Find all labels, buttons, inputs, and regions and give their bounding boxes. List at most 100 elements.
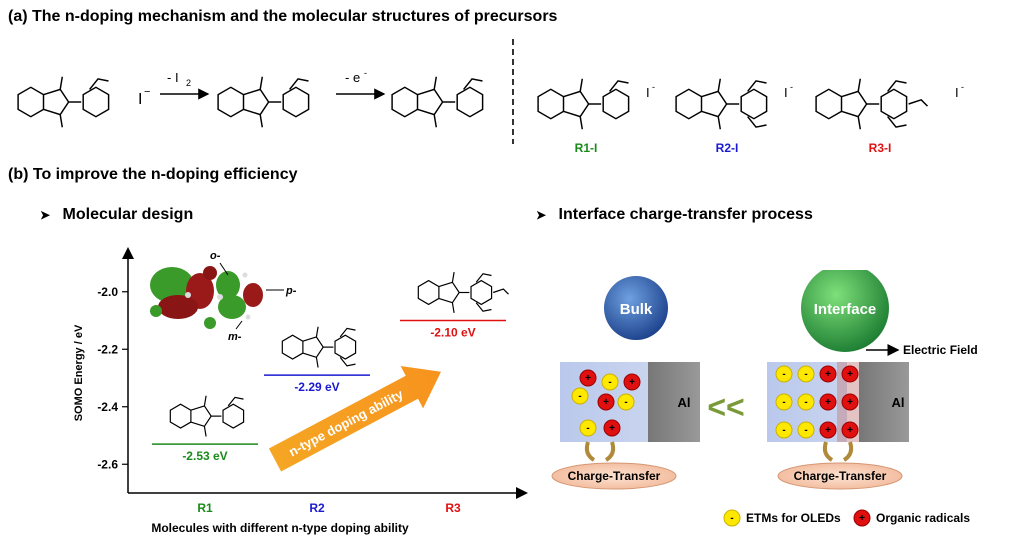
svg-text:-: - [652, 82, 655, 92]
svg-text:-: - [782, 369, 785, 380]
svg-text:+: + [825, 425, 831, 436]
svg-text:+: + [847, 397, 853, 408]
svg-text:-: - [790, 82, 793, 92]
molecular-design-heading: ➤ Molecular design [40, 206, 194, 223]
interface-sphere [801, 270, 889, 352]
x-axis-title: Molecules with different n-type doping a… [151, 521, 409, 535]
svg-text:-: - [624, 397, 627, 408]
svg-text:Charge-Transfer: Charge-Transfer [794, 469, 887, 483]
etm-molecule: - [775, 393, 793, 411]
svg-text:+: + [859, 513, 865, 524]
section-b-title: (b) To improve the n-doping efficiency [8, 166, 298, 183]
organic-radical: + [603, 419, 621, 437]
etm-molecule: - [601, 373, 619, 391]
molecule-structure [391, 76, 484, 128]
bullet-arrow-icon: ➤ [536, 208, 547, 222]
bullet-arrow-icon: ➤ [40, 208, 51, 222]
etm-molecule: - [775, 421, 793, 439]
svg-text:Charge-Transfer: Charge-Transfer [568, 469, 661, 483]
etm-molecule: - [775, 365, 793, 383]
svg-text:Al: Al [892, 395, 905, 410]
x-tick-label-r2: R2 [309, 501, 325, 515]
svg-text:+: + [825, 397, 831, 408]
orbital-ortho-label: o- [210, 250, 221, 262]
bulk-sphere [604, 276, 668, 340]
svg-text:-: - [730, 513, 733, 524]
svg-text:+: + [609, 423, 615, 434]
iodide-label: I [138, 91, 142, 108]
svg-text:Al: Al [678, 395, 691, 410]
organic-radical: + [597, 393, 615, 411]
bulk-al-electrode [648, 362, 700, 442]
etm-molecule: - [797, 421, 815, 439]
svg-text:-: - [961, 82, 964, 92]
legend-radical-label: Organic radicals [876, 511, 970, 525]
svg-text:+: + [629, 377, 635, 388]
organic-radical: + [819, 421, 837, 439]
etm-molecule: - [617, 393, 635, 411]
molecule-structure [815, 78, 929, 130]
bulk-charge-transfer [551, 462, 677, 490]
molecule-structure [217, 76, 310, 128]
energy-value-r3: -2.10 eV [430, 326, 475, 340]
molecule-structure [17, 76, 110, 128]
molecule-structure [675, 78, 768, 130]
y-tick-label: -2.2 [97, 342, 118, 356]
svg-text:-: - [578, 391, 581, 402]
organic-radical: + [819, 393, 837, 411]
precursor-r2-label: R2-I [716, 141, 739, 155]
svg-text:-: - [804, 397, 807, 408]
svg-text:-: - [804, 425, 807, 436]
svg-text:+: + [847, 369, 853, 380]
organic-radical: + [841, 393, 859, 411]
svg-text:-: - [586, 423, 589, 434]
doping-ability-arrow: n-type doping ability [268, 366, 441, 472]
etm-molecule: - [571, 387, 589, 405]
svg-text:-: - [364, 68, 367, 78]
r3-iodide: I [955, 85, 959, 100]
svg-text:-: - [782, 397, 785, 408]
svg-text:Bulk: Bulk [620, 301, 653, 318]
svg-text:n-type doping ability: n-type doping ability [286, 386, 406, 459]
svg-text:+: + [847, 425, 853, 436]
orbital-meta-label: m- [228, 331, 242, 343]
organic-radical: + [819, 365, 837, 383]
comparison-symbol: << [707, 389, 744, 425]
molecule-structure [417, 272, 509, 313]
svg-text:+: + [603, 397, 609, 408]
r1-iodide: I [646, 85, 650, 100]
organic-radical: + [841, 421, 859, 439]
interface-heading: ➤ Interface charge-transfer process [536, 206, 813, 223]
reaction-scheme: I − - I 2 - e - I - I - I - R1-I R2-I R3… [17, 39, 964, 155]
interface-al-electrode [859, 362, 909, 442]
svg-text:-: - [608, 377, 611, 388]
svg-text:Interface: Interface [814, 301, 877, 318]
organic-radical: + [579, 369, 597, 387]
energy-value-r2: -2.29 eV [294, 380, 339, 394]
svg-text:+: + [825, 369, 831, 380]
electric-field-label: Electric Field [903, 343, 978, 357]
step2-label: - e [345, 70, 360, 85]
section-a-title: (a) The n-doping mechanism and the molec… [8, 8, 558, 25]
legend-etm-icon [723, 509, 741, 527]
legend-radical-icon [853, 509, 871, 527]
svg-text:2: 2 [186, 78, 191, 88]
svg-text:-: - [804, 369, 807, 380]
precursor-r3-label: R3-I [869, 141, 892, 155]
charge-transfer-illustration: Bulk Interface Electric Field Al Charge-… [551, 270, 978, 527]
r2-iodide: I [784, 85, 788, 100]
somo-orbital-illustration [150, 266, 263, 329]
molecule-structure [169, 395, 245, 437]
x-tick-label-r3: R3 [445, 501, 461, 515]
svg-text:−: − [144, 86, 150, 98]
legend-etm-label: ETMs for OLEDs [746, 511, 841, 525]
y-axis-title: SOMO Energy / eV [73, 324, 85, 421]
etm-molecule: - [797, 393, 815, 411]
molecule-structure [537, 78, 630, 130]
organic-radical: + [623, 373, 641, 391]
step1-label: - I [167, 70, 179, 85]
y-tick-label: -2.4 [97, 400, 118, 414]
x-tick-label-r1: R1 [197, 501, 213, 515]
etm-molecule: - [579, 419, 597, 437]
